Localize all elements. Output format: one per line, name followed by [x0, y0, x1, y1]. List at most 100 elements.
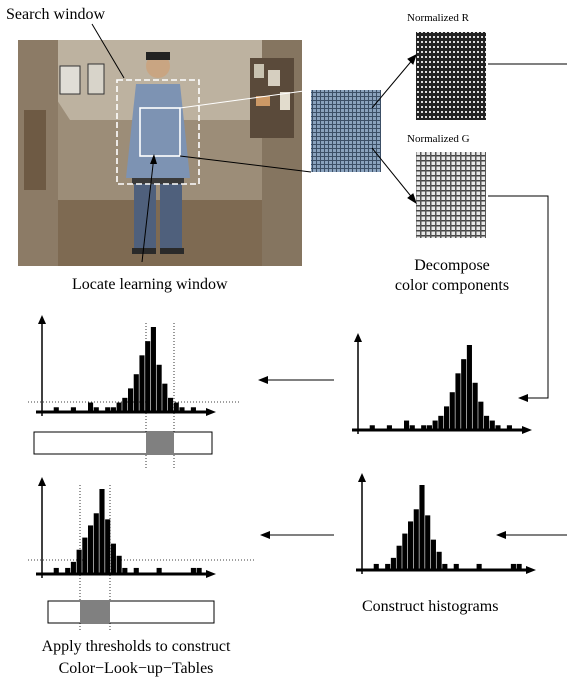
histogram-bar [495, 425, 501, 430]
histogram-bar [472, 382, 478, 430]
histogram-lower-left [28, 477, 256, 632]
apply-thresholds-label-line1: Apply thresholds to construct [41, 638, 231, 655]
histogram-bar [396, 545, 402, 570]
histogram-bar [70, 561, 76, 574]
histogram-bar [76, 549, 82, 574]
y-axis-arrowhead [38, 477, 46, 486]
histogram-bar [99, 489, 105, 574]
histogram-bar [484, 415, 490, 430]
histogram-bar [156, 364, 162, 412]
histogram-bar [430, 539, 436, 570]
threshold-bar-lower [47, 600, 215, 624]
decompose-arrows [371, 54, 417, 205]
histogram-bar [133, 567, 139, 574]
hallway-photo [18, 40, 302, 266]
histogram-bar [421, 425, 427, 430]
histogram-bar [93, 513, 99, 574]
histogram-bar [179, 407, 185, 412]
histogram-bar [128, 388, 134, 412]
histogram-bar [385, 563, 391, 570]
histogram-bar [442, 563, 448, 570]
histogram-bar [489, 420, 495, 430]
histogram-bar [145, 341, 151, 412]
histogram-bar [139, 355, 145, 412]
histogram-bar [88, 525, 94, 574]
histogram-bar [53, 567, 59, 574]
x-axis-arrowhead [522, 426, 532, 434]
histogram-bar [70, 407, 76, 412]
histogram-bar [88, 402, 94, 412]
histogram-bar [510, 563, 516, 570]
histogram-bar [122, 567, 128, 574]
histogram-bar [402, 533, 408, 570]
fabric-patch [311, 90, 381, 172]
histogram-bar [419, 485, 425, 570]
histogram-bar [168, 397, 174, 412]
normalized-g-image [416, 152, 486, 238]
histogram-bar [413, 509, 419, 570]
histogram-bar [82, 537, 88, 574]
decompose-label-line1: Decompose [414, 257, 490, 274]
apply-thresholds-label-line2: Color−Look−up−Tables [58, 660, 214, 677]
histogram-bar [53, 407, 59, 412]
histogram-bar [461, 359, 467, 430]
histogram-bar [110, 407, 116, 412]
decompose-label-line2: color components [394, 277, 510, 294]
histogram-bar [478, 401, 484, 430]
histogram-bar [110, 543, 116, 574]
histogram-bar [105, 519, 111, 574]
g-connector [488, 195, 549, 399]
histogram-bar [150, 327, 156, 412]
histogram-bar [455, 373, 461, 430]
histogram-upper-left [28, 315, 240, 470]
x-axis-arrowhead [526, 566, 536, 574]
x-axis-arrowhead [206, 408, 216, 416]
histogram-bar [436, 551, 442, 570]
normalized-r-image [416, 32, 486, 120]
histogram-bar [122, 397, 128, 412]
histogram-upper-right [352, 333, 532, 434]
x-axis-arrowhead [206, 570, 216, 578]
histogram-bar [425, 515, 431, 570]
histogram-bar [449, 392, 455, 430]
histogram-bar [453, 563, 459, 570]
histogram-bar [476, 563, 482, 570]
histogram-bar [516, 563, 522, 570]
construct-histograms-label: Construct histograms [362, 598, 499, 615]
histogram-bar [408, 521, 414, 570]
normalized-r-label: Normalized R [407, 12, 470, 24]
histogram-bar [156, 567, 162, 574]
histogram-bar [173, 402, 179, 412]
histogram-bar [93, 407, 99, 412]
histogram-bar [390, 557, 396, 570]
histogram-bar [196, 567, 202, 574]
y-axis-arrowhead [354, 333, 362, 342]
histogram-bar [133, 374, 139, 412]
histogram-bar [116, 402, 122, 412]
histogram-bar [404, 420, 410, 430]
locate-learning-window-label: Locate learning window [72, 276, 228, 293]
histogram-bar [506, 425, 512, 430]
histogram-bar [373, 563, 379, 570]
threshold-bar-upper [33, 431, 213, 455]
histogram-bar [426, 425, 432, 430]
histogram-bar [409, 425, 415, 430]
search-window-label: Search window [6, 6, 106, 23]
y-axis-arrowhead [38, 315, 46, 324]
learning-window-box [139, 107, 181, 157]
search-window-box [116, 79, 200, 185]
histogram-bar [190, 407, 196, 412]
y-axis-arrowhead [358, 473, 366, 482]
histogram-bar [105, 407, 111, 412]
histogram-bar [116, 555, 122, 574]
histogram-bar [190, 567, 196, 574]
histogram-bar [162, 383, 168, 412]
histogram-bar [444, 406, 450, 430]
histogram-bar [65, 567, 71, 574]
histogram-lower-right [356, 473, 536, 574]
histogram-bar [432, 420, 438, 430]
histogram-bar [386, 425, 392, 430]
histogram-bar [438, 415, 444, 430]
normalized-g-label: Normalized G [407, 133, 470, 145]
